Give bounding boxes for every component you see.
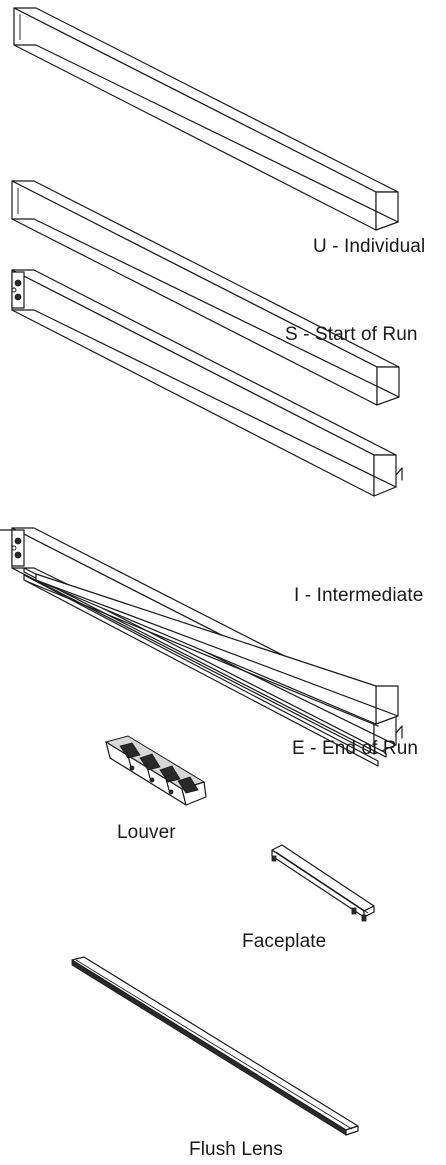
fixture-end-of-run-body xyxy=(23,567,387,758)
fixture-top xyxy=(13,7,399,231)
louver-part xyxy=(104,735,207,806)
faceplate-part xyxy=(271,844,375,922)
flush-lens-part xyxy=(71,956,359,1136)
label-louver: Louver xyxy=(117,822,176,843)
fixture-e-visible xyxy=(23,573,399,767)
label-start-of-run: S - Start of Run xyxy=(285,324,418,345)
label-end-of-run: E - End of Run xyxy=(292,738,419,759)
label-flush-lens: Flush Lens xyxy=(189,1139,283,1160)
fixture-start-of-run xyxy=(11,269,403,497)
fixture-individual xyxy=(11,180,400,406)
fixture-end-of-run xyxy=(0,529,13,531)
label-intermediate: I - Intermediate xyxy=(294,585,424,606)
label-individual: U - Individual xyxy=(313,236,426,257)
label-faceplate: Faceplate xyxy=(242,931,327,952)
